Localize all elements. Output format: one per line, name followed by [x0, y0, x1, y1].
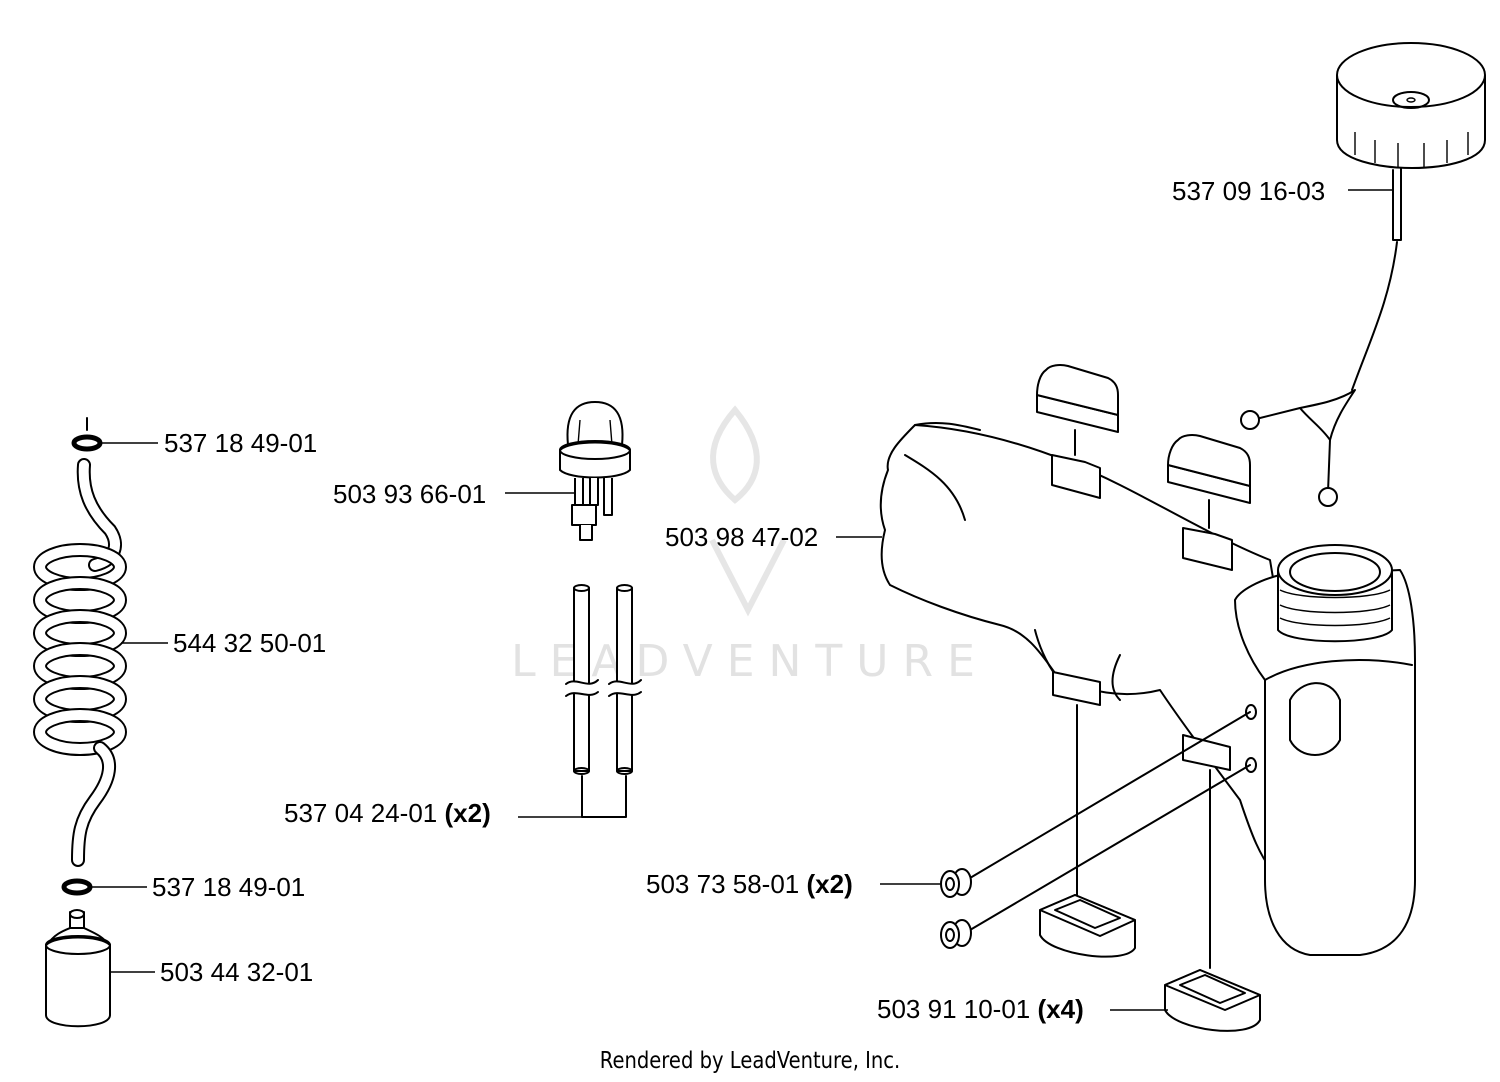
part-label-rubber-mount: 503 91 10-01 (x4)	[877, 994, 1084, 1024]
part-number: 537 18 49-01	[164, 428, 318, 458]
fuel-tank-drawing	[879, 421, 1416, 956]
part-label-o-ring-top: 537 18 49-01	[164, 428, 317, 458]
part-label-fuel-tank: 503 98 47-02	[665, 522, 818, 552]
part-number: 503 98 47-02	[665, 522, 819, 552]
watermark-logo	[709, 405, 787, 617]
fuel-cap-drawing	[1240, 42, 1486, 507]
part-number: 537 09 16-03	[1172, 176, 1326, 206]
top-rubber-mount-2	[1167, 434, 1251, 529]
part-number: 544 32 50-01	[173, 628, 327, 658]
part-label-grommet: 503 73 58-01 (x2)	[646, 869, 853, 899]
part-label-fuel-filter: 503 44 32-01	[160, 957, 313, 987]
part-quantity: (x2)	[806, 869, 853, 899]
grommet-drawing-2	[940, 764, 1251, 949]
primer-bulb-drawing	[559, 401, 631, 541]
part-quantity: (x2)	[444, 798, 491, 828]
part-label-fuel-lines: 537 04 24-01 (x2)	[284, 798, 491, 828]
part-label-fuel-cap: 537 09 16-03	[1172, 176, 1325, 206]
fuel-lines-drawing	[565, 584, 642, 818]
part-number: 503 73 58-01	[646, 869, 800, 899]
part-number: 503 44 32-01	[160, 957, 314, 987]
part-number: 537 18 49-01	[152, 872, 306, 902]
top-rubber-mount-1	[1036, 364, 1119, 456]
leader-lines	[92, 189, 1393, 1011]
part-quantity: (x4)	[1037, 994, 1084, 1024]
footer-credit: Rendered by LeadVenture, Inc.	[599, 1048, 901, 1074]
fuel-hose-coil-drawing	[33, 417, 127, 896]
part-label-o-ring-bottom: 537 18 49-01	[152, 872, 305, 902]
part-label-fuel-hose-coil: 544 32 50-01	[173, 628, 326, 658]
part-number: 503 91 10-01	[877, 994, 1031, 1024]
part-label-primer-bulb: 503 93 66-01	[333, 479, 486, 509]
part-number: 503 93 66-01	[333, 479, 487, 509]
fuel-filter-drawing	[45, 909, 111, 1028]
part-number: 537 04 24-01	[284, 798, 438, 828]
bottom-rubber-mount-1	[1039, 704, 1136, 958]
bottom-rubber-mount-2	[1164, 769, 1261, 1032]
grommet-drawing-1	[940, 711, 1251, 898]
